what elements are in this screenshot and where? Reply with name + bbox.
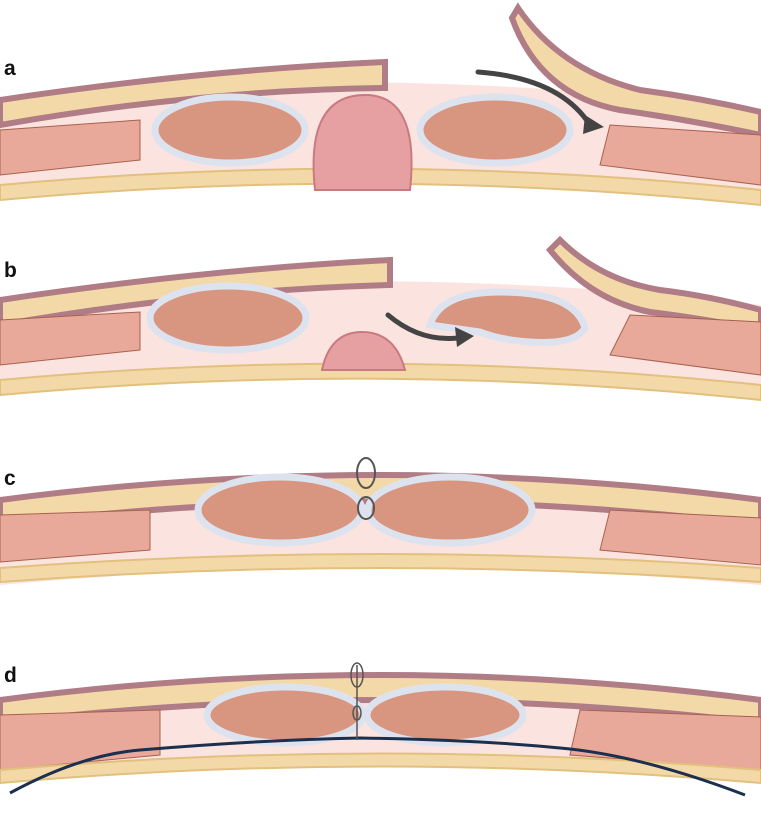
oblique-muscles-right (609, 314, 761, 376)
suture-loop-upper (356, 457, 376, 489)
suture-loop-lower (357, 496, 375, 520)
panel-label-b: b (4, 259, 17, 282)
panel-label-d: d (4, 664, 17, 687)
suture-loop-lower (352, 705, 362, 721)
oblique-muscles-left (0, 709, 161, 771)
panel-c: c (0, 440, 761, 620)
panel-d-illustration (0, 662, 761, 797)
panel-c-illustration (0, 457, 761, 585)
oblique-muscles-left (0, 509, 151, 563)
rectus-muscle-left (146, 282, 310, 354)
oblique-muscles-left (0, 311, 141, 366)
rectus-muscle-right (363, 683, 527, 747)
advance-arrow (385, 312, 461, 342)
panel-d: d (0, 645, 761, 815)
rectus-muscle-right (416, 93, 574, 167)
suture-loop-upper (350, 662, 364, 688)
release-arrow-head (583, 115, 604, 134)
panel-label-a: a (4, 57, 16, 80)
oblique-muscles-right (599, 124, 761, 186)
panel-a-illustration (0, 2, 761, 207)
skin-fat-left (0, 58, 388, 129)
posterior-layer (0, 752, 761, 785)
rectus-muscle-right (364, 473, 536, 547)
rectus-muscle-left (203, 683, 367, 747)
panel-label-c: c (4, 467, 16, 490)
rectus-muscle-left (151, 93, 309, 167)
advance-arrow-head (455, 327, 474, 347)
retromuscular-mesh (9, 736, 746, 797)
posterior-layer (0, 167, 761, 207)
retracted-skin-flap (508, 2, 761, 139)
rectus-muscle-right-advanced (425, 288, 589, 346)
rectus-muscle-left (194, 473, 366, 547)
panel-b-illustration (0, 235, 761, 402)
release-arrow (475, 69, 593, 128)
panel-a: a (0, 0, 761, 210)
oblique-muscles-left (0, 119, 141, 176)
hernia-sac (312, 93, 413, 191)
panel-b: b (0, 230, 761, 420)
posterior-layer (0, 553, 761, 584)
oblique-muscles-right (569, 709, 761, 771)
oblique-muscles-right (599, 509, 761, 566)
posterior-layer (0, 362, 761, 402)
hernia-sac-reduced (320, 330, 407, 371)
